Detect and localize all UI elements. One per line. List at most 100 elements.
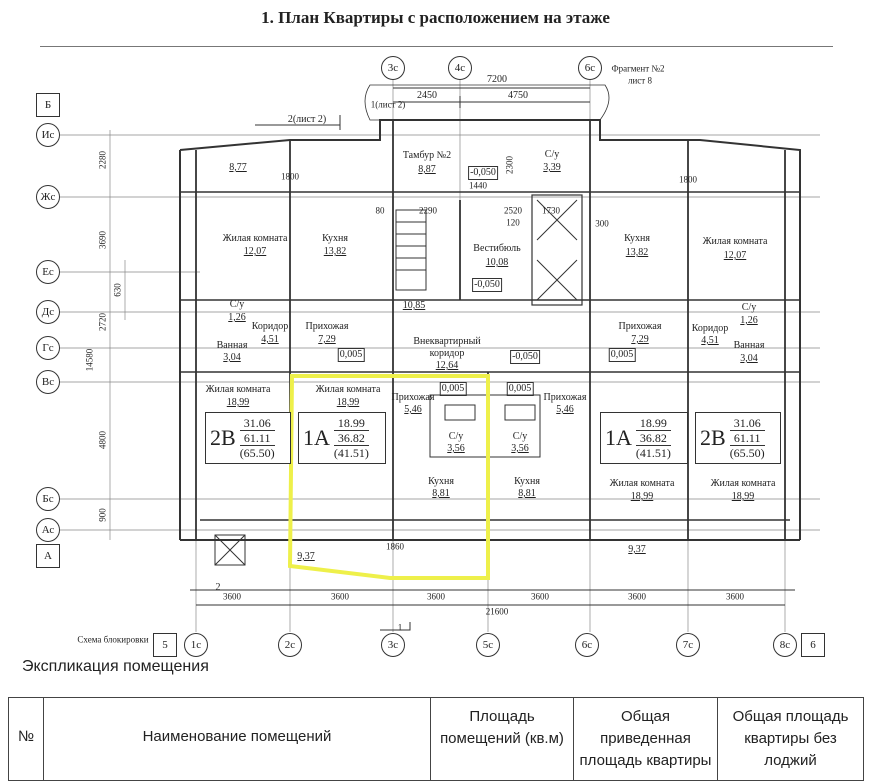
dimension: 3600 xyxy=(628,591,646,602)
room-name: Жилая комната xyxy=(710,478,776,489)
room-area: 7,29 xyxy=(318,334,336,345)
apartment-type: 2В xyxy=(210,425,236,450)
room-area: 10,08 xyxy=(485,257,509,268)
explication-title: Экспликация помещения xyxy=(22,658,209,675)
blocking-scheme-label: Схема блокировки xyxy=(77,634,149,645)
axis-marker: Дс xyxy=(36,300,60,324)
room-area: 13,82 xyxy=(323,246,347,257)
room-area: 18,99 xyxy=(731,491,755,502)
level-mark: -0,050 xyxy=(468,166,498,180)
room-area: 18,99 xyxy=(226,397,250,408)
axis-marker: 7с xyxy=(676,633,700,657)
level-mark: 0,005 xyxy=(337,348,365,362)
axis-marker: Гс xyxy=(36,336,60,360)
dimension: 7200 xyxy=(487,74,507,85)
room-name: С/у xyxy=(229,299,245,310)
room-name: Коридор xyxy=(691,323,729,334)
room-name: Прихожая xyxy=(618,321,662,332)
room-area: 3,04 xyxy=(223,352,241,363)
total-area: 36.82 xyxy=(333,431,369,446)
fragment-label: Фрагмент №2 xyxy=(611,63,665,74)
section-mark: 1 xyxy=(397,622,403,633)
apartment-type: 1А xyxy=(303,425,330,450)
loggia-area: 9,37 xyxy=(628,544,646,555)
dimension: 2450 xyxy=(417,90,437,101)
dimension: 1730 xyxy=(542,205,560,216)
title-divider xyxy=(40,46,833,47)
axis-marker: Ис xyxy=(36,123,60,147)
apartment-type: 2В xyxy=(700,425,726,450)
header-area-without-loggias: Общая площадь квартиры без лоджий xyxy=(717,697,864,781)
loggia-area: 9,37 xyxy=(297,551,315,562)
room-area: 4,51 xyxy=(701,335,719,346)
full-area: (41.51) xyxy=(333,446,369,460)
level-mark: 0,005 xyxy=(439,382,467,396)
dimension: 1440 xyxy=(469,180,487,191)
dimension: 21600 xyxy=(485,606,509,617)
room-name: Жилая комната xyxy=(205,384,271,395)
dimension: 1800 xyxy=(281,171,299,182)
apartment-type: 1А xyxy=(605,425,632,450)
section-mark: 1(лист 2) xyxy=(370,99,406,110)
apartment-highlight xyxy=(287,374,490,580)
dimension: 80 xyxy=(375,205,385,216)
level-mark: -0,050 xyxy=(510,350,540,364)
room-name: Жилая комната xyxy=(315,384,381,395)
page-title: 1. План Квартиры с расположением на этаж… xyxy=(261,8,610,27)
dimension: 3600 xyxy=(331,591,349,602)
dimension: 4800 xyxy=(97,431,108,449)
total-area: 61.11 xyxy=(729,431,765,446)
axis-marker: Вс xyxy=(36,370,60,394)
room-area: 4,51 xyxy=(261,334,279,345)
dimension: 3600 xyxy=(427,591,445,602)
dimension: 120 xyxy=(506,217,520,228)
level-mark: 0,005 xyxy=(608,348,636,362)
dimension: 1860 xyxy=(386,541,404,552)
dimension: 4750 xyxy=(508,90,528,101)
room-name: Жилая комната xyxy=(702,236,768,247)
axis-marker: 3с xyxy=(381,56,405,80)
room-name: Прихожая xyxy=(391,392,435,403)
room-area: 3,56 xyxy=(447,443,465,454)
room-area: 8,77 xyxy=(229,162,247,173)
room-name: Тамбур №2 xyxy=(402,150,452,161)
dimension: 630 xyxy=(112,283,123,297)
axis-marker: 3с xyxy=(381,633,405,657)
room-name: Кухня xyxy=(322,233,348,244)
axis-marker: 8с xyxy=(773,633,797,657)
room-name: Жилая комната xyxy=(609,478,675,489)
fragment-sheet: лист 8 xyxy=(628,75,652,86)
dimension: 300 xyxy=(595,218,609,229)
axis-marker: Бс xyxy=(36,487,60,511)
axis-marker: 6с xyxy=(575,633,599,657)
room-name: коридор xyxy=(429,348,465,359)
room-area: 1,26 xyxy=(228,312,246,323)
room-name: Прихожая xyxy=(543,392,587,403)
room-area: 12,07 xyxy=(723,250,747,261)
dimension: 2300 xyxy=(504,156,515,174)
header-room-name: Наименование помещений xyxy=(43,697,431,781)
room-area: 10,85 xyxy=(402,300,426,311)
header-room-area: Площадь помещений (кв.м) xyxy=(430,697,574,781)
axis-marker: 6с xyxy=(578,56,602,80)
room-name: Кухня xyxy=(428,476,454,487)
explication-table: № Наименование помещений Площадь помещен… xyxy=(8,697,864,781)
dimension: 2280 xyxy=(97,151,108,169)
section-mark: 2 xyxy=(215,582,221,593)
dimension: 2520 xyxy=(504,205,522,216)
room-area: 1,26 xyxy=(740,315,758,326)
room-name: Прихожая xyxy=(305,321,349,332)
room-name: Коридор xyxy=(251,321,289,332)
room-area: 18,99 xyxy=(336,397,360,408)
full-area: (41.51) xyxy=(635,446,671,460)
living-area: 31.06 xyxy=(239,416,275,431)
axis-marker: А xyxy=(36,544,60,568)
room-name: С/у xyxy=(512,431,528,442)
axis-marker: 5 xyxy=(153,633,177,657)
axis-marker: Ес xyxy=(36,260,60,284)
room-name: Кухня xyxy=(624,233,650,244)
dimension: 2720 xyxy=(97,313,108,331)
axis-marker: 6 xyxy=(801,633,825,657)
